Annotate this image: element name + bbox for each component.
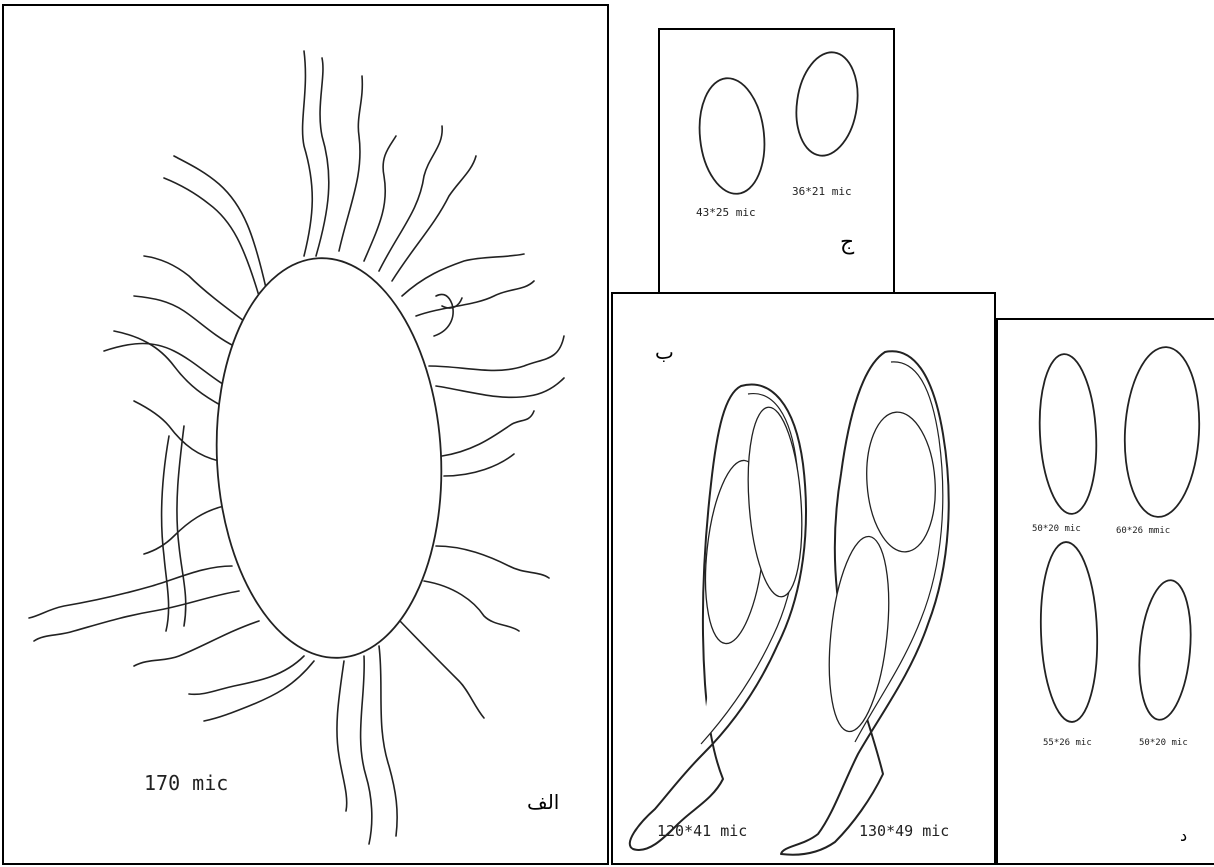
measurement-50x20-top: 50*20 mic (1032, 524, 1081, 534)
panel-label-jim: ج (840, 230, 854, 255)
panel-label-dal: د (1180, 826, 1187, 845)
measurement-120x41: 120*41 mic (657, 822, 747, 840)
panel-label-alef: الف (527, 790, 559, 814)
measurement-50x20-bottom: 50*20 mic (1139, 738, 1188, 748)
panel-alef: 170 mic الف (2, 4, 609, 865)
measurement-43x25: 43*25 mic (696, 206, 756, 219)
spore-43x25 (694, 75, 770, 197)
elongated-spores-drawing (613, 294, 996, 865)
measurement-130x49: 130*49 mic (859, 822, 949, 840)
spore-50x20-top (1036, 353, 1100, 516)
spore-55x26 (1038, 541, 1100, 723)
panel-dal: 50*20 mic 60*26 mmic 55*26 mic 50*20 mic… (996, 318, 1214, 865)
spore-50x20-bottom (1134, 578, 1196, 722)
spore-36x21 (790, 48, 864, 159)
measurement-60x26: 60*26 mmic (1116, 526, 1170, 536)
measurement-170mic: 170 mic (144, 771, 228, 795)
panel-jim: 43*25 mic 36*21 mic ج (658, 28, 895, 298)
panel-label-be: ب (655, 340, 674, 364)
measurement-55x26: 55*26 mic (1043, 738, 1092, 748)
spore-body (207, 252, 452, 663)
small-spores-drawing (660, 30, 895, 298)
measurement-36x21: 36*21 mic (792, 185, 852, 198)
spore-60x26 (1121, 345, 1204, 519)
panel-be: ب 120*41 mic 130*49 mic (611, 292, 996, 865)
spore-with-hyphae-drawing (4, 6, 609, 865)
four-spores-drawing (998, 320, 1214, 865)
